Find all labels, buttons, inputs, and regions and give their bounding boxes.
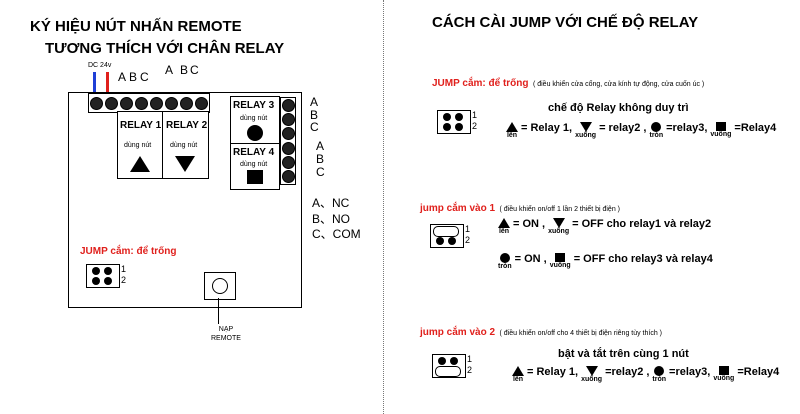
down-triangle-icon <box>175 156 195 172</box>
square-icon <box>718 366 729 375</box>
relay34-box: RELAY 3 dùng nút RELAY 4 dùng nút <box>230 96 280 190</box>
right-title: CÁCH CÀI JUMP VỚI CHẾ ĐỘ RELAY <box>432 14 699 31</box>
up-triangle-icon <box>512 366 524 376</box>
left-title-line2: TƯƠNG THÍCH VỚI CHÂN RELAY <box>45 40 285 57</box>
right-terminal-strip <box>280 97 296 185</box>
s2-mapping-line1: lên = ON , xuống = OFF cho relay1 và rel… <box>498 218 712 235</box>
circle-icon <box>247 125 263 141</box>
down-triangle-icon <box>585 366 598 376</box>
top-letter-A2: A <box>165 63 174 77</box>
relay1-use-button-label: dùng nút <box>124 142 152 149</box>
top-letters-BC2: BC <box>180 63 201 77</box>
relay12-box: RELAY 1 RELAY 2 dùng nút dùng nút <box>117 111 209 179</box>
dc-wire-blue <box>93 72 96 94</box>
panel-divider <box>383 0 384 414</box>
s2-jumper <box>430 224 464 248</box>
top-letters-group1: ABC <box>118 70 152 84</box>
up-triangle-icon <box>506 122 518 132</box>
s1-mapping: lên = Relay 1, xuống = relay2 , tròn =re… <box>506 122 777 139</box>
relay3-use-button-label: dùng nút <box>240 115 268 122</box>
relay4-label: RELAY 4 <box>233 147 275 158</box>
s1-jumper <box>437 110 471 134</box>
square-icon <box>247 170 263 184</box>
circle-icon <box>654 366 665 376</box>
relay2-use-button-label: dùng nút <box>170 142 198 149</box>
terminal-legend: A、NC B、NO C、COM <box>312 196 361 243</box>
left-jump-label: JUMP cắm: để trống <box>80 246 177 257</box>
legend-com: C、COM <box>312 227 361 241</box>
relay3-label: RELAY 3 <box>233 100 275 111</box>
s2-header: jump cắm vào 1 ( điều khiển on/off 1 lần… <box>420 203 620 214</box>
learn-remote-button[interactable] <box>212 278 228 294</box>
relay1-label: RELAY 1 <box>120 120 162 131</box>
up-triangle-icon <box>498 218 510 228</box>
learn-pointer-line <box>218 298 219 324</box>
circle-icon <box>651 122 662 132</box>
legend-nc: A、NC <box>312 196 350 210</box>
square-icon <box>715 122 726 131</box>
up-triangle-icon <box>130 156 150 172</box>
s3-mapping: lên = Relay 1, xuống =relay2 , tròn =rel… <box>512 366 780 383</box>
left-title-line1: KÝ HIỆU NÚT NHẤN REMOTE <box>30 18 242 35</box>
s1-mode: chế độ Relay không duy trì <box>548 102 689 114</box>
learn-remote-button-frame <box>204 272 236 300</box>
dc-wire-red <box>106 72 109 94</box>
square-icon <box>555 253 566 262</box>
legend-no: B、NO <box>312 211 351 226</box>
s3-mode: bật và tắt trên cùng 1 nút <box>558 348 689 360</box>
left-jumper <box>86 264 120 288</box>
relay4-use-button-label: dùng nút <box>240 161 268 168</box>
s3-header: jump cắm vào 2 ( điều khiển on/off cho 4… <box>420 327 663 338</box>
relay2-label: RELAY 2 <box>166 120 208 131</box>
dc-label: DC 24v <box>88 62 112 69</box>
down-triangle-icon <box>552 218 565 228</box>
s3-jumper <box>432 354 466 378</box>
down-triangle-icon <box>579 122 592 132</box>
s2-mapping-line2: tròn = ON , vuông = OFF cho relay3 và re… <box>498 253 713 270</box>
s1-header: JUMP cắm: để trống ( điều khiển cửa cổng… <box>432 78 705 89</box>
top-terminal-strip <box>88 93 210 113</box>
circle-icon <box>499 253 510 263</box>
